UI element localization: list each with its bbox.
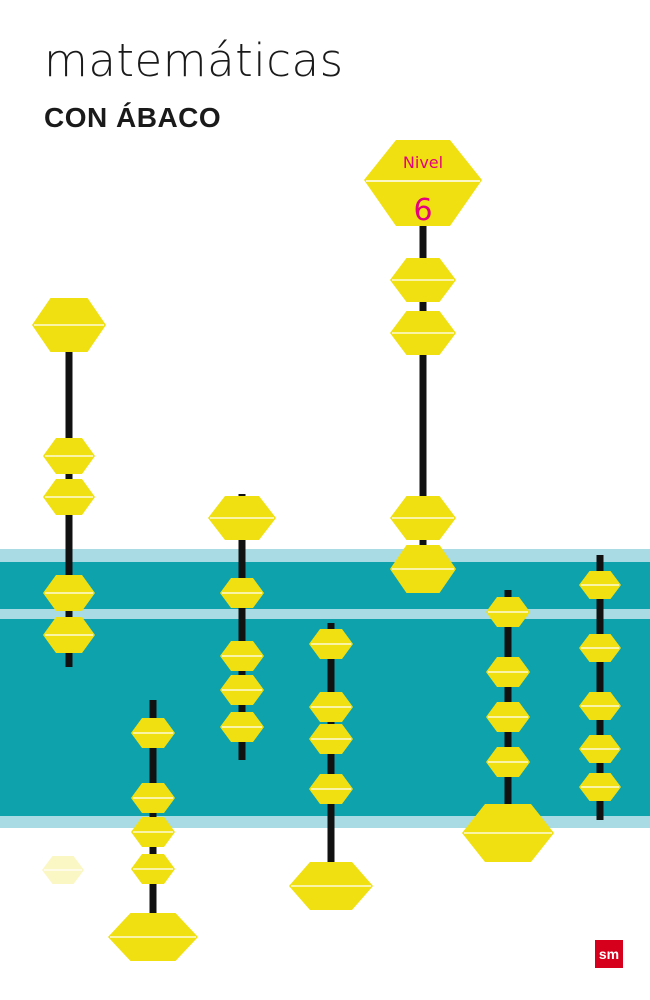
level-badge-shape: [364, 140, 482, 226]
level-label: Nivel: [403, 153, 443, 172]
abacus-beads: [32, 258, 621, 961]
band-edge-bottom: [0, 816, 650, 828]
level-number: 6: [413, 193, 432, 228]
book-title: matemáticas: [44, 34, 344, 87]
teal-band: [0, 562, 650, 816]
level-badge: Nivel 6: [364, 140, 482, 228]
band-stripe: [0, 609, 650, 619]
publisher-logo: sm: [595, 940, 623, 968]
book-subtitle: CON ÁBACO: [44, 102, 222, 133]
band-edge-top: [0, 549, 650, 562]
